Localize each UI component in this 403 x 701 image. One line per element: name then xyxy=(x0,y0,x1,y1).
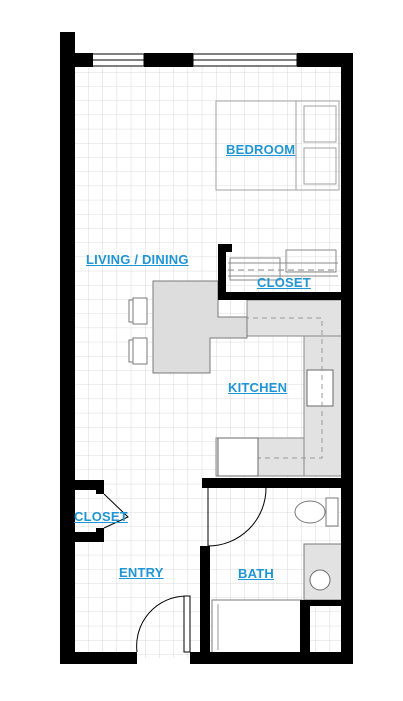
counter-edge-line xyxy=(222,317,323,459)
kitchen-sink xyxy=(306,369,334,407)
vanity-sink xyxy=(309,569,331,591)
room-label-bedroom[interactable]: BEDROOM xyxy=(226,142,296,157)
room-label-bath[interactable]: BATH xyxy=(238,566,274,581)
closet-rod xyxy=(228,249,338,281)
bathtub xyxy=(211,599,303,655)
doors xyxy=(103,487,267,653)
range xyxy=(217,437,259,477)
room-label-living-dining[interactable]: LIVING / DINING xyxy=(86,252,189,267)
room-label-closet-entry[interactable]: CLOSET xyxy=(74,509,128,524)
room-label-kitchen[interactable]: KITCHEN xyxy=(228,380,288,395)
room-label-entry[interactable]: ENTRY xyxy=(119,565,164,580)
room-label-closet-main[interactable]: CLOSET xyxy=(257,275,311,290)
windows xyxy=(91,53,298,67)
dining-chairs xyxy=(128,297,148,365)
toilet xyxy=(294,497,339,527)
bed xyxy=(215,100,340,191)
walls xyxy=(60,32,353,664)
